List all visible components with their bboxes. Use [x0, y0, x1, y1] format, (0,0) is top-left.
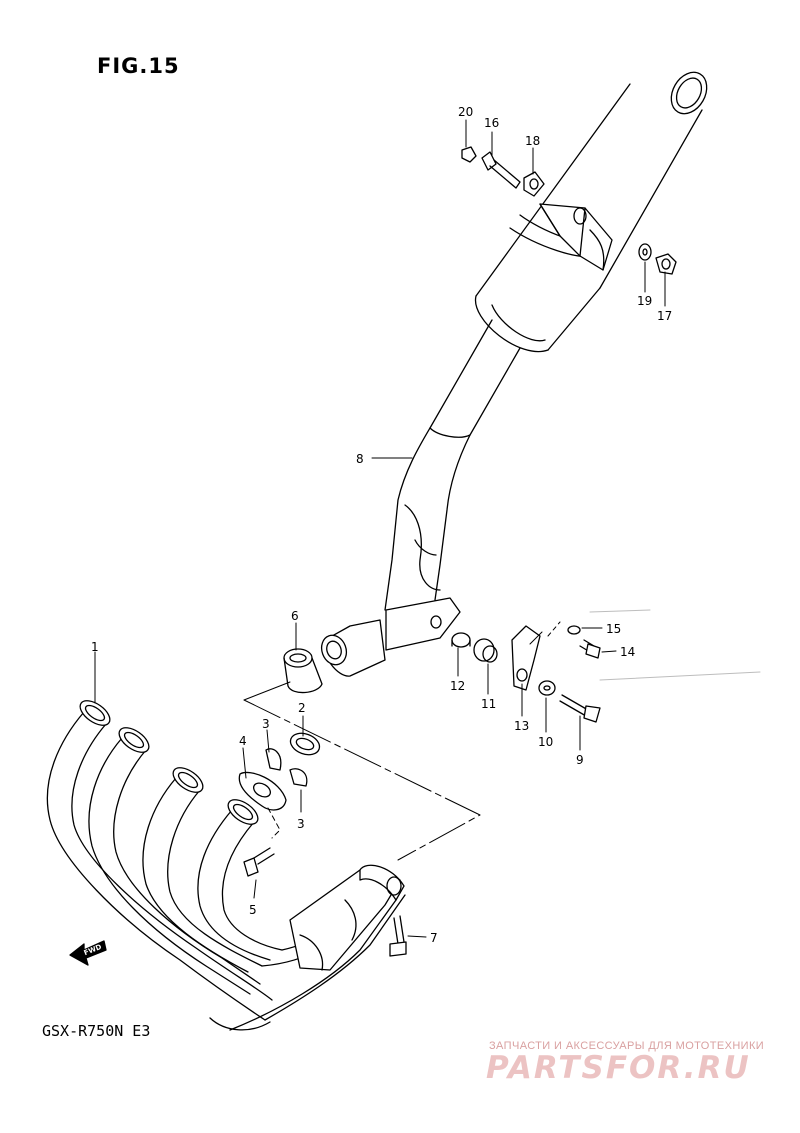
- callout-19: 19: [637, 294, 652, 308]
- watermark-brand: PARTSFOR.RU: [486, 1050, 751, 1086]
- exhaust-header: [46, 700, 406, 1031]
- connecting-pipe: [320, 319, 521, 677]
- callout-4: 4: [239, 734, 247, 748]
- callout-15: 15: [606, 622, 621, 636]
- model-label: GSX-R750N E3: [42, 1022, 151, 1040]
- mounting-bolt-16: [481, 151, 521, 189]
- collar-12: [451, 632, 471, 648]
- callout-13: 13: [514, 719, 529, 733]
- callout-8: 8: [356, 452, 364, 466]
- exhaust-flange-4: [238, 771, 287, 811]
- cap-nut-20: [461, 146, 477, 163]
- callout-3-upper: 3: [262, 717, 270, 731]
- callout-10: 10: [538, 735, 553, 749]
- bracket-13: [511, 625, 541, 691]
- callout-1: 1: [91, 640, 99, 654]
- callout-17: 17: [657, 309, 672, 323]
- assembly-lines: [243, 609, 761, 861]
- figure-title: FIG.15: [97, 54, 180, 78]
- callout-3-lower: 3: [297, 817, 305, 831]
- washer-15: [567, 625, 581, 635]
- bolt-14: [579, 639, 601, 659]
- callout-2: 2: [298, 701, 306, 715]
- callout-20: 20: [458, 105, 473, 119]
- watermark-tagline: ЗАПЧАСТИ И АКСЕССУАРЫ ДЛЯ МОТОТЕХНИКИ: [489, 1040, 765, 1052]
- forward-arrow-icon: [69, 940, 107, 966]
- washer-10: [538, 680, 556, 696]
- callout-12: 12: [450, 679, 465, 693]
- muffler: [475, 71, 708, 353]
- nut-17: [655, 253, 677, 275]
- leader-lines: [94, 119, 666, 938]
- callout-9: 9: [576, 753, 584, 767]
- bolt-9: [559, 694, 601, 723]
- callout-7: 7: [430, 931, 438, 945]
- gasket-6: [283, 648, 323, 694]
- rubber-cushion-18: [523, 171, 545, 197]
- bolt-5: [243, 847, 275, 877]
- callout-5: 5: [249, 903, 257, 917]
- outlet-clamp: [359, 864, 405, 901]
- callout-16: 16: [484, 116, 499, 130]
- cushion-11: [473, 638, 498, 663]
- bolt-7: [389, 915, 407, 957]
- washer-19: [638, 243, 652, 261]
- callout-11: 11: [481, 697, 496, 711]
- callout-6: 6: [291, 609, 299, 623]
- half-ring-3-upper: [265, 748, 282, 771]
- half-ring-3-lower: [289, 768, 308, 787]
- muffler-clamp: [539, 203, 613, 271]
- gasket-2: [289, 732, 321, 756]
- callout-14: 14: [620, 645, 635, 659]
- callout-18: 18: [525, 134, 540, 148]
